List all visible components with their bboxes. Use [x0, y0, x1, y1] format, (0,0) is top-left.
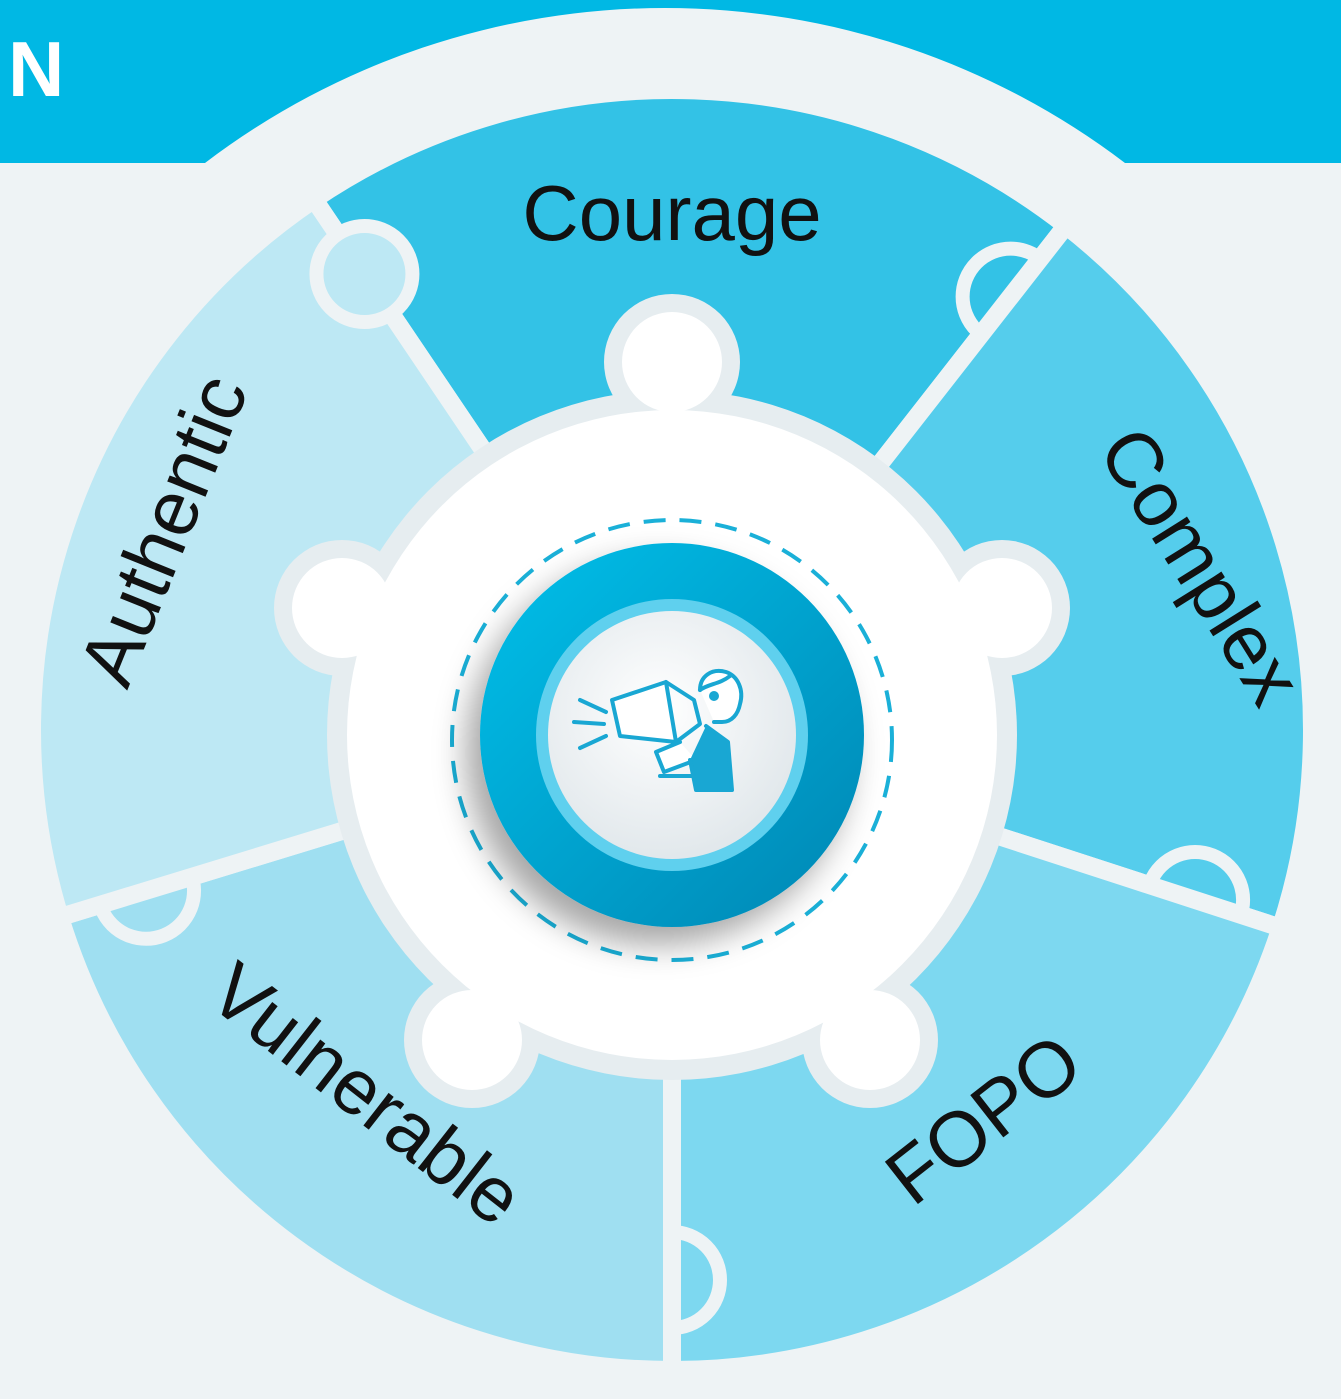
megaphone-person-icon	[572, 669, 744, 792]
label-courage: Courage	[522, 169, 821, 257]
puzzle-knob-authentic	[309, 219, 420, 330]
dashed-ring	[450, 518, 894, 962]
header-bar	[0, 0, 1341, 163]
segments-group	[23, 81, 1321, 1380]
header-title: N	[8, 25, 65, 113]
